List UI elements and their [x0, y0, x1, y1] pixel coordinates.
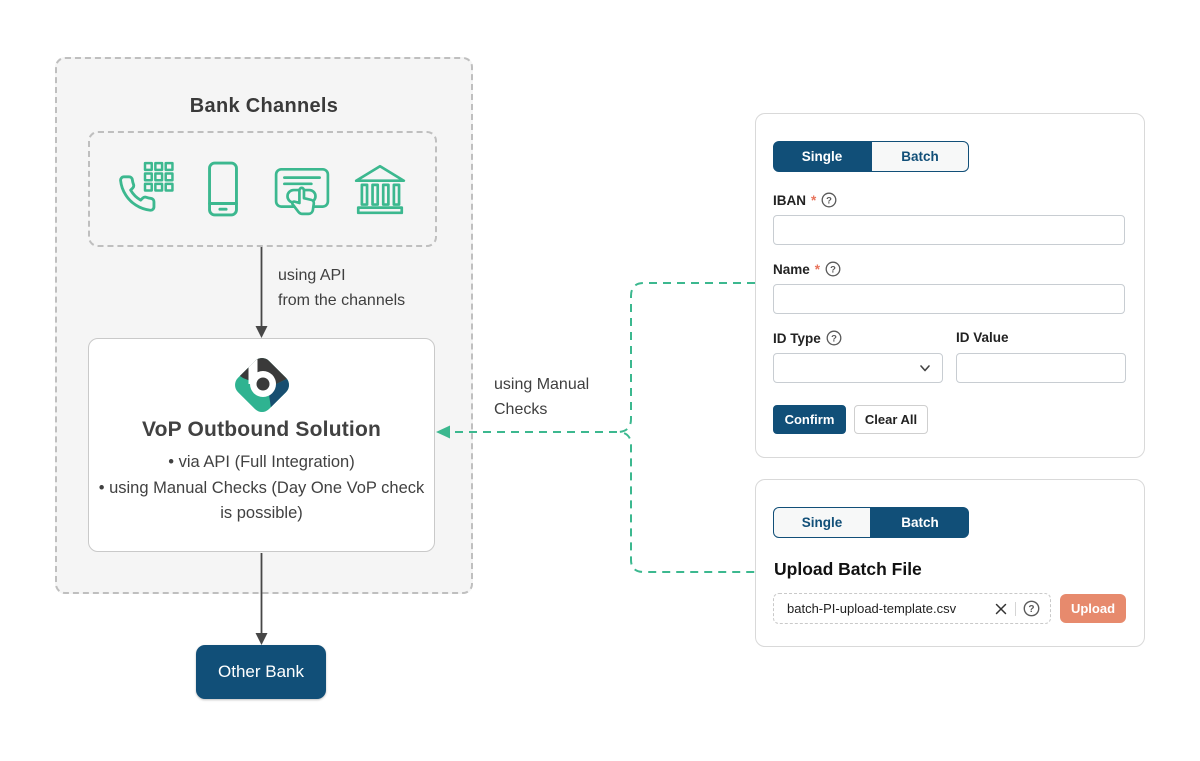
tab-single[interactable]: Single [773, 141, 871, 172]
help-icon[interactable]: ? [1023, 600, 1040, 617]
help-icon[interactable]: ? [826, 330, 842, 346]
bank-channels-title: Bank Channels [189, 95, 339, 117]
card-tap-icon [274, 167, 329, 216]
name-input[interactable] [773, 284, 1125, 314]
channel-icons-box [88, 131, 437, 247]
clear-all-button[interactable]: Clear All [854, 405, 928, 434]
id-value-label: ID Value [956, 330, 1009, 345]
confirm-button[interactable]: Confirm [773, 405, 846, 434]
tab-group: Single Batch [773, 141, 969, 172]
phone-keypad-icon [119, 161, 174, 212]
upload-batch-file-heading: Upload Batch File [774, 559, 922, 579]
file-name-text: batch-PI-upload-template.csv [787, 601, 957, 616]
vop-outbound-box: VoP Outbound Solution via API (Full Inte… [88, 338, 435, 552]
vop-bullet: via API (Full Integration) [97, 450, 427, 476]
batch-upload-card: Single Batch Upload Batch File batch-PI-… [755, 479, 1145, 647]
iban-label: IBAN* ? [773, 192, 837, 208]
help-icon[interactable]: ? [825, 261, 841, 277]
vop-title: VoP Outbound Solution [141, 418, 382, 441]
id-type-label: ID Type ? [773, 330, 842, 346]
single-check-card: Single Batch IBAN* ? Name* ? ID Type ? [755, 113, 1145, 458]
file-input-box[interactable]: batch-PI-upload-template.csv ? [773, 593, 1051, 624]
tab-batch[interactable]: Batch [871, 141, 969, 172]
other-bank-node[interactable]: Other Bank [196, 645, 326, 699]
clear-file-icon[interactable] [994, 602, 1008, 616]
help-icon[interactable]: ? [821, 192, 837, 208]
svg-text:?: ? [830, 264, 836, 275]
upload-button[interactable]: Upload [1060, 594, 1126, 623]
svg-text:?: ? [1028, 604, 1034, 615]
tab-batch[interactable]: Batch [871, 507, 969, 538]
vop-logo-icon [230, 354, 293, 416]
using-api-label: using API from the channels [278, 267, 406, 309]
name-label: Name* ? [773, 261, 841, 277]
smartphone-icon [208, 161, 239, 217]
tab-single[interactable]: Single [773, 507, 871, 538]
iban-input[interactable] [773, 215, 1125, 245]
bank-building-icon [354, 164, 405, 215]
svg-text:?: ? [826, 195, 832, 206]
vop-bullet-list: via API (Full Integration) using Manual … [97, 450, 427, 527]
chevron-down-icon [920, 365, 930, 372]
divider [1015, 601, 1016, 616]
tab-group: Single Batch [773, 507, 969, 538]
id-value-input[interactable] [956, 353, 1126, 383]
using-manual-checks-label: using Manual Checks [494, 376, 590, 418]
id-type-select[interactable] [773, 353, 943, 383]
svg-text:?: ? [831, 333, 837, 344]
vop-bullet: using Manual Checks (Day One VoP check i… [97, 476, 427, 527]
